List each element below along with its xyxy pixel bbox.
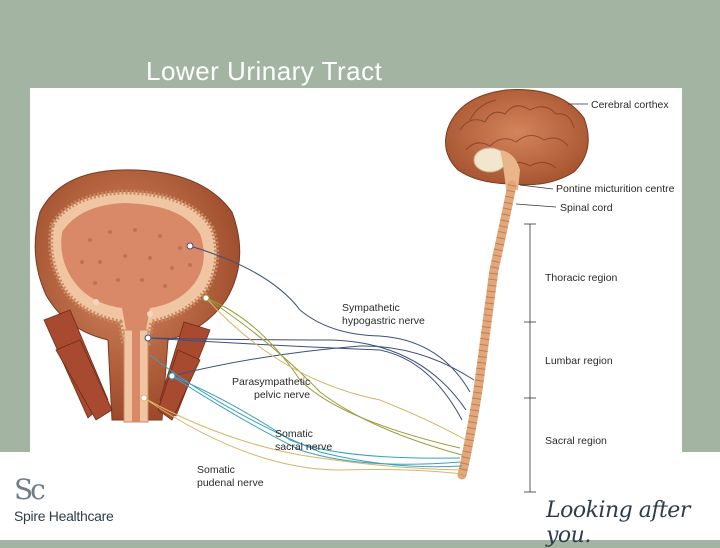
label-somatic-pudendal-2: pudenal nerve (197, 477, 264, 489)
label-somatic-pudendal-1: Somatic (197, 464, 235, 476)
label-sacral-region: Sacral region (545, 435, 607, 447)
brand-name: Spire Healthcare (14, 508, 114, 524)
leader-lines (515, 103, 588, 493)
label-parasympathetic-2: pelvic nerve (254, 389, 310, 401)
nerve-endpoints (140, 242, 210, 402)
label-somatic-sacral-1: Somatic (275, 428, 313, 440)
label-somatic-sacral-2: sacral nerve (275, 441, 332, 453)
somatic-pudendal-nerve (143, 297, 467, 475)
spire-logo-mark: Sc (14, 473, 46, 506)
brain (445, 89, 589, 190)
somatic-sacral-nerve (149, 354, 463, 468)
footer-bar (0, 452, 720, 540)
label-spinal-cord: Spinal cord (560, 202, 613, 214)
label-parasympathetic-1: Parasympathetic (232, 376, 310, 388)
tagline: Looking after you. (546, 498, 690, 548)
bladder (34, 169, 241, 423)
parasympathetic-pelvic-nerve (205, 297, 463, 456)
label-sympathetic-1: Sympathetic (342, 302, 400, 314)
label-sympathetic-2: hypogastric nerve (342, 315, 425, 327)
label-cerebral-cortex: Cerebral corthex (591, 99, 669, 111)
slide-title: Lower Urinary Tract (146, 56, 383, 86)
spire-healthcare-logo: Sc Spire Healthcare (14, 473, 114, 525)
sympathetic-hypogastric-nerve (147, 245, 475, 421)
spinal-cord (457, 180, 517, 480)
label-pontine-centre: Pontine micturition centre (556, 183, 675, 195)
label-thoracic-region: Thoracic region (545, 272, 618, 284)
label-lumbar-region: Lumbar region (545, 355, 613, 367)
